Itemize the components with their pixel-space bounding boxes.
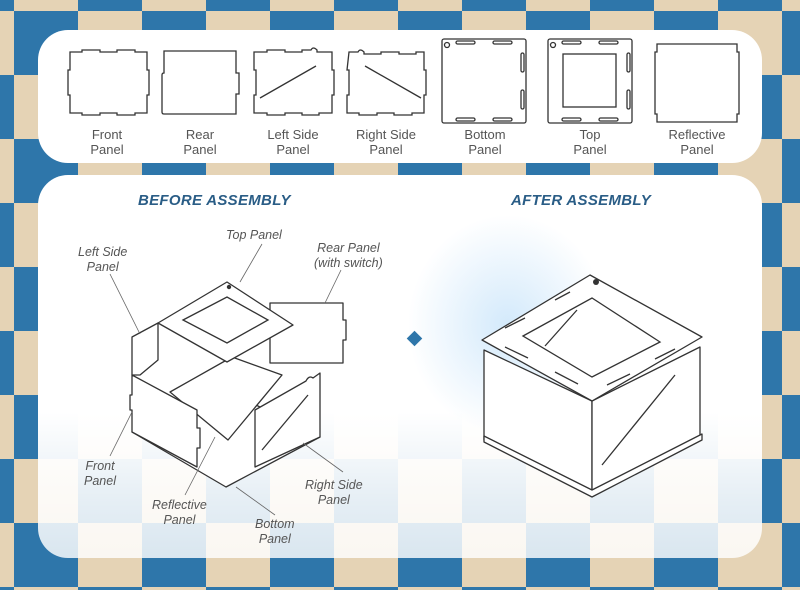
label-line: Rear <box>185 127 215 142</box>
label-line: Front <box>91 127 123 142</box>
callout-leaders <box>109 243 344 516</box>
label-line: Panel <box>90 142 124 157</box>
label-line: Panel <box>183 142 217 157</box>
callout-text: Reflective <box>152 498 207 512</box>
label-line: Panel <box>468 142 502 157</box>
label-line: Panel <box>369 142 403 157</box>
exploded-rear-panel <box>269 302 347 364</box>
label-line: Right Side <box>356 127 416 142</box>
callout-text: Panel <box>86 260 119 274</box>
callout-text: (with switch) <box>314 256 383 270</box>
label-line: Bottom <box>464 127 506 142</box>
label-line: Top <box>579 127 601 142</box>
callout-text: Front <box>85 459 115 473</box>
exploded-top-panel <box>157 281 294 363</box>
callout-text: Panel <box>258 532 291 546</box>
right-side-panel-drawing <box>346 49 427 116</box>
exploded-left-side-panel <box>131 322 159 376</box>
callout-text: Panel <box>317 493 350 507</box>
before-assembly-heading: BEFORE ASSEMBLY <box>138 192 291 209</box>
callout-text: Panel <box>84 474 116 488</box>
label-line: Reflective <box>668 127 726 142</box>
callout-text: Right Side <box>305 478 363 492</box>
bottom-panel-drawing <box>441 38 527 124</box>
parts-drawings <box>67 38 740 124</box>
label-line: Panel <box>276 142 310 157</box>
callout-rear-panel: Rear Panel(with switch) <box>314 241 383 271</box>
callout-top-panel: Top Panel <box>226 228 282 243</box>
label-line: Panel <box>573 142 607 157</box>
left-side-panel-drawing <box>253 47 335 116</box>
label-line: Left Side <box>267 127 319 142</box>
assembled-box-drawing <box>481 274 703 498</box>
assembly-card: BEFORE ASSEMBLY AFTER ASSEMBLY <box>38 175 762 558</box>
label-line: Panel <box>680 142 714 157</box>
after-assembly-heading: AFTER ASSEMBLY <box>511 192 652 209</box>
exploded-front-panel <box>129 374 201 468</box>
callout-text: Top Panel <box>226 228 282 242</box>
exploded-reflective-panel <box>169 356 283 441</box>
callout-text: Rear Panel <box>317 241 380 255</box>
assembly-drawings <box>109 243 703 516</box>
callout-text: Left Side <box>78 245 128 259</box>
reflective-panel-drawing <box>654 43 740 123</box>
callout-text: Panel <box>163 513 196 527</box>
callout-text: Bottom <box>255 517 295 531</box>
exploded-view-drawing <box>129 281 347 488</box>
front-panel-drawing <box>67 49 150 116</box>
rear-panel-drawing <box>161 50 240 115</box>
top-panel-drawing <box>547 38 633 124</box>
